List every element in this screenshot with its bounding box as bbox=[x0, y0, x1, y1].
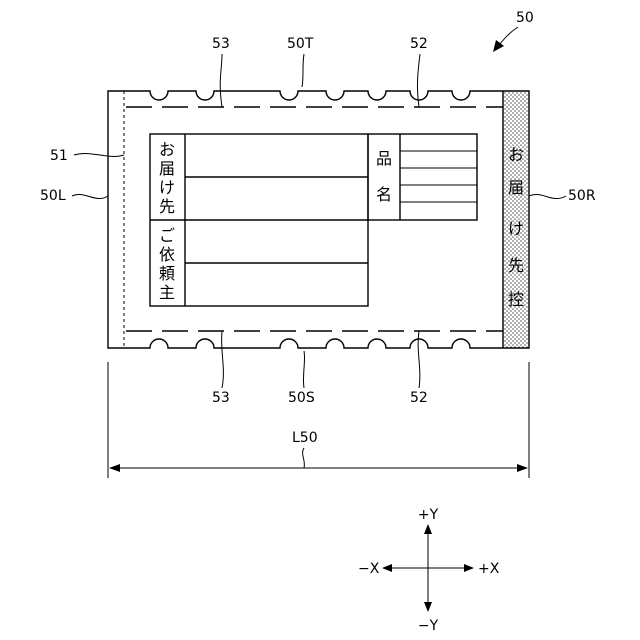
item-table bbox=[368, 134, 477, 220]
ref-label-52-top: 52 bbox=[410, 36, 428, 52]
axis-arrow-minus-x bbox=[382, 564, 392, 572]
axis-arrow-plus-y bbox=[424, 524, 432, 534]
requester-char-2: 依 bbox=[159, 245, 175, 264]
ref-label-53-top: 53 bbox=[212, 36, 230, 52]
leader-L50 bbox=[303, 448, 305, 468]
axis-label-plus-y: +Y bbox=[418, 507, 439, 523]
leader-53-bottom bbox=[222, 331, 224, 388]
ref-label-50R: 50R bbox=[568, 188, 596, 204]
dim-arrow-left bbox=[109, 464, 120, 472]
ref-label-52-bottom: 52 bbox=[410, 390, 428, 406]
ref-label-L50: L50 bbox=[292, 430, 318, 446]
stub-char-1: お bbox=[508, 145, 524, 164]
requester-char-3: 頼 bbox=[159, 264, 175, 283]
ref-label-50L: 50L bbox=[40, 188, 66, 204]
leader-52-top bbox=[417, 54, 420, 107]
axis-arrow-minus-y bbox=[424, 602, 432, 612]
leader-53-top bbox=[220, 54, 222, 107]
axis-arrow-plus-x bbox=[464, 564, 474, 572]
stub-char-3: け bbox=[508, 219, 524, 238]
stub-char-2: 届 bbox=[508, 178, 524, 197]
leader-50S bbox=[303, 351, 304, 388]
leader-50T bbox=[302, 54, 304, 87]
ref-label-50S: 50S bbox=[288, 390, 315, 406]
axis-label-plus-x: +X bbox=[478, 561, 500, 577]
item-char-1: 品 bbox=[376, 149, 392, 168]
ref-label-51: 51 bbox=[50, 148, 68, 164]
leader-50L bbox=[72, 194, 108, 198]
leader-51 bbox=[74, 154, 124, 157]
requester-char-4: 主 bbox=[159, 283, 175, 302]
requester-char-1: ご bbox=[159, 226, 175, 245]
leader-50R bbox=[529, 194, 566, 198]
dim-arrow-right bbox=[517, 464, 528, 472]
ref-label-50: 50 bbox=[516, 10, 534, 26]
delivery-char-3: け bbox=[159, 178, 175, 197]
stub-char-4: 先 bbox=[508, 256, 524, 275]
axis-label-minus-y: −Y bbox=[418, 618, 439, 634]
stub-char-5: 控 bbox=[508, 290, 524, 309]
ref-label-53-bottom: 53 bbox=[212, 390, 230, 406]
ref-label-50T: 50T bbox=[287, 36, 314, 52]
delivery-char-1: お bbox=[159, 140, 175, 159]
item-char-2: 名 bbox=[376, 185, 392, 204]
delivery-char-4: 先 bbox=[159, 197, 175, 216]
delivery-char-2: 届 bbox=[159, 159, 175, 178]
axis-label-minus-x: −X bbox=[358, 561, 380, 577]
ref-50-arrow-line bbox=[498, 27, 518, 46]
